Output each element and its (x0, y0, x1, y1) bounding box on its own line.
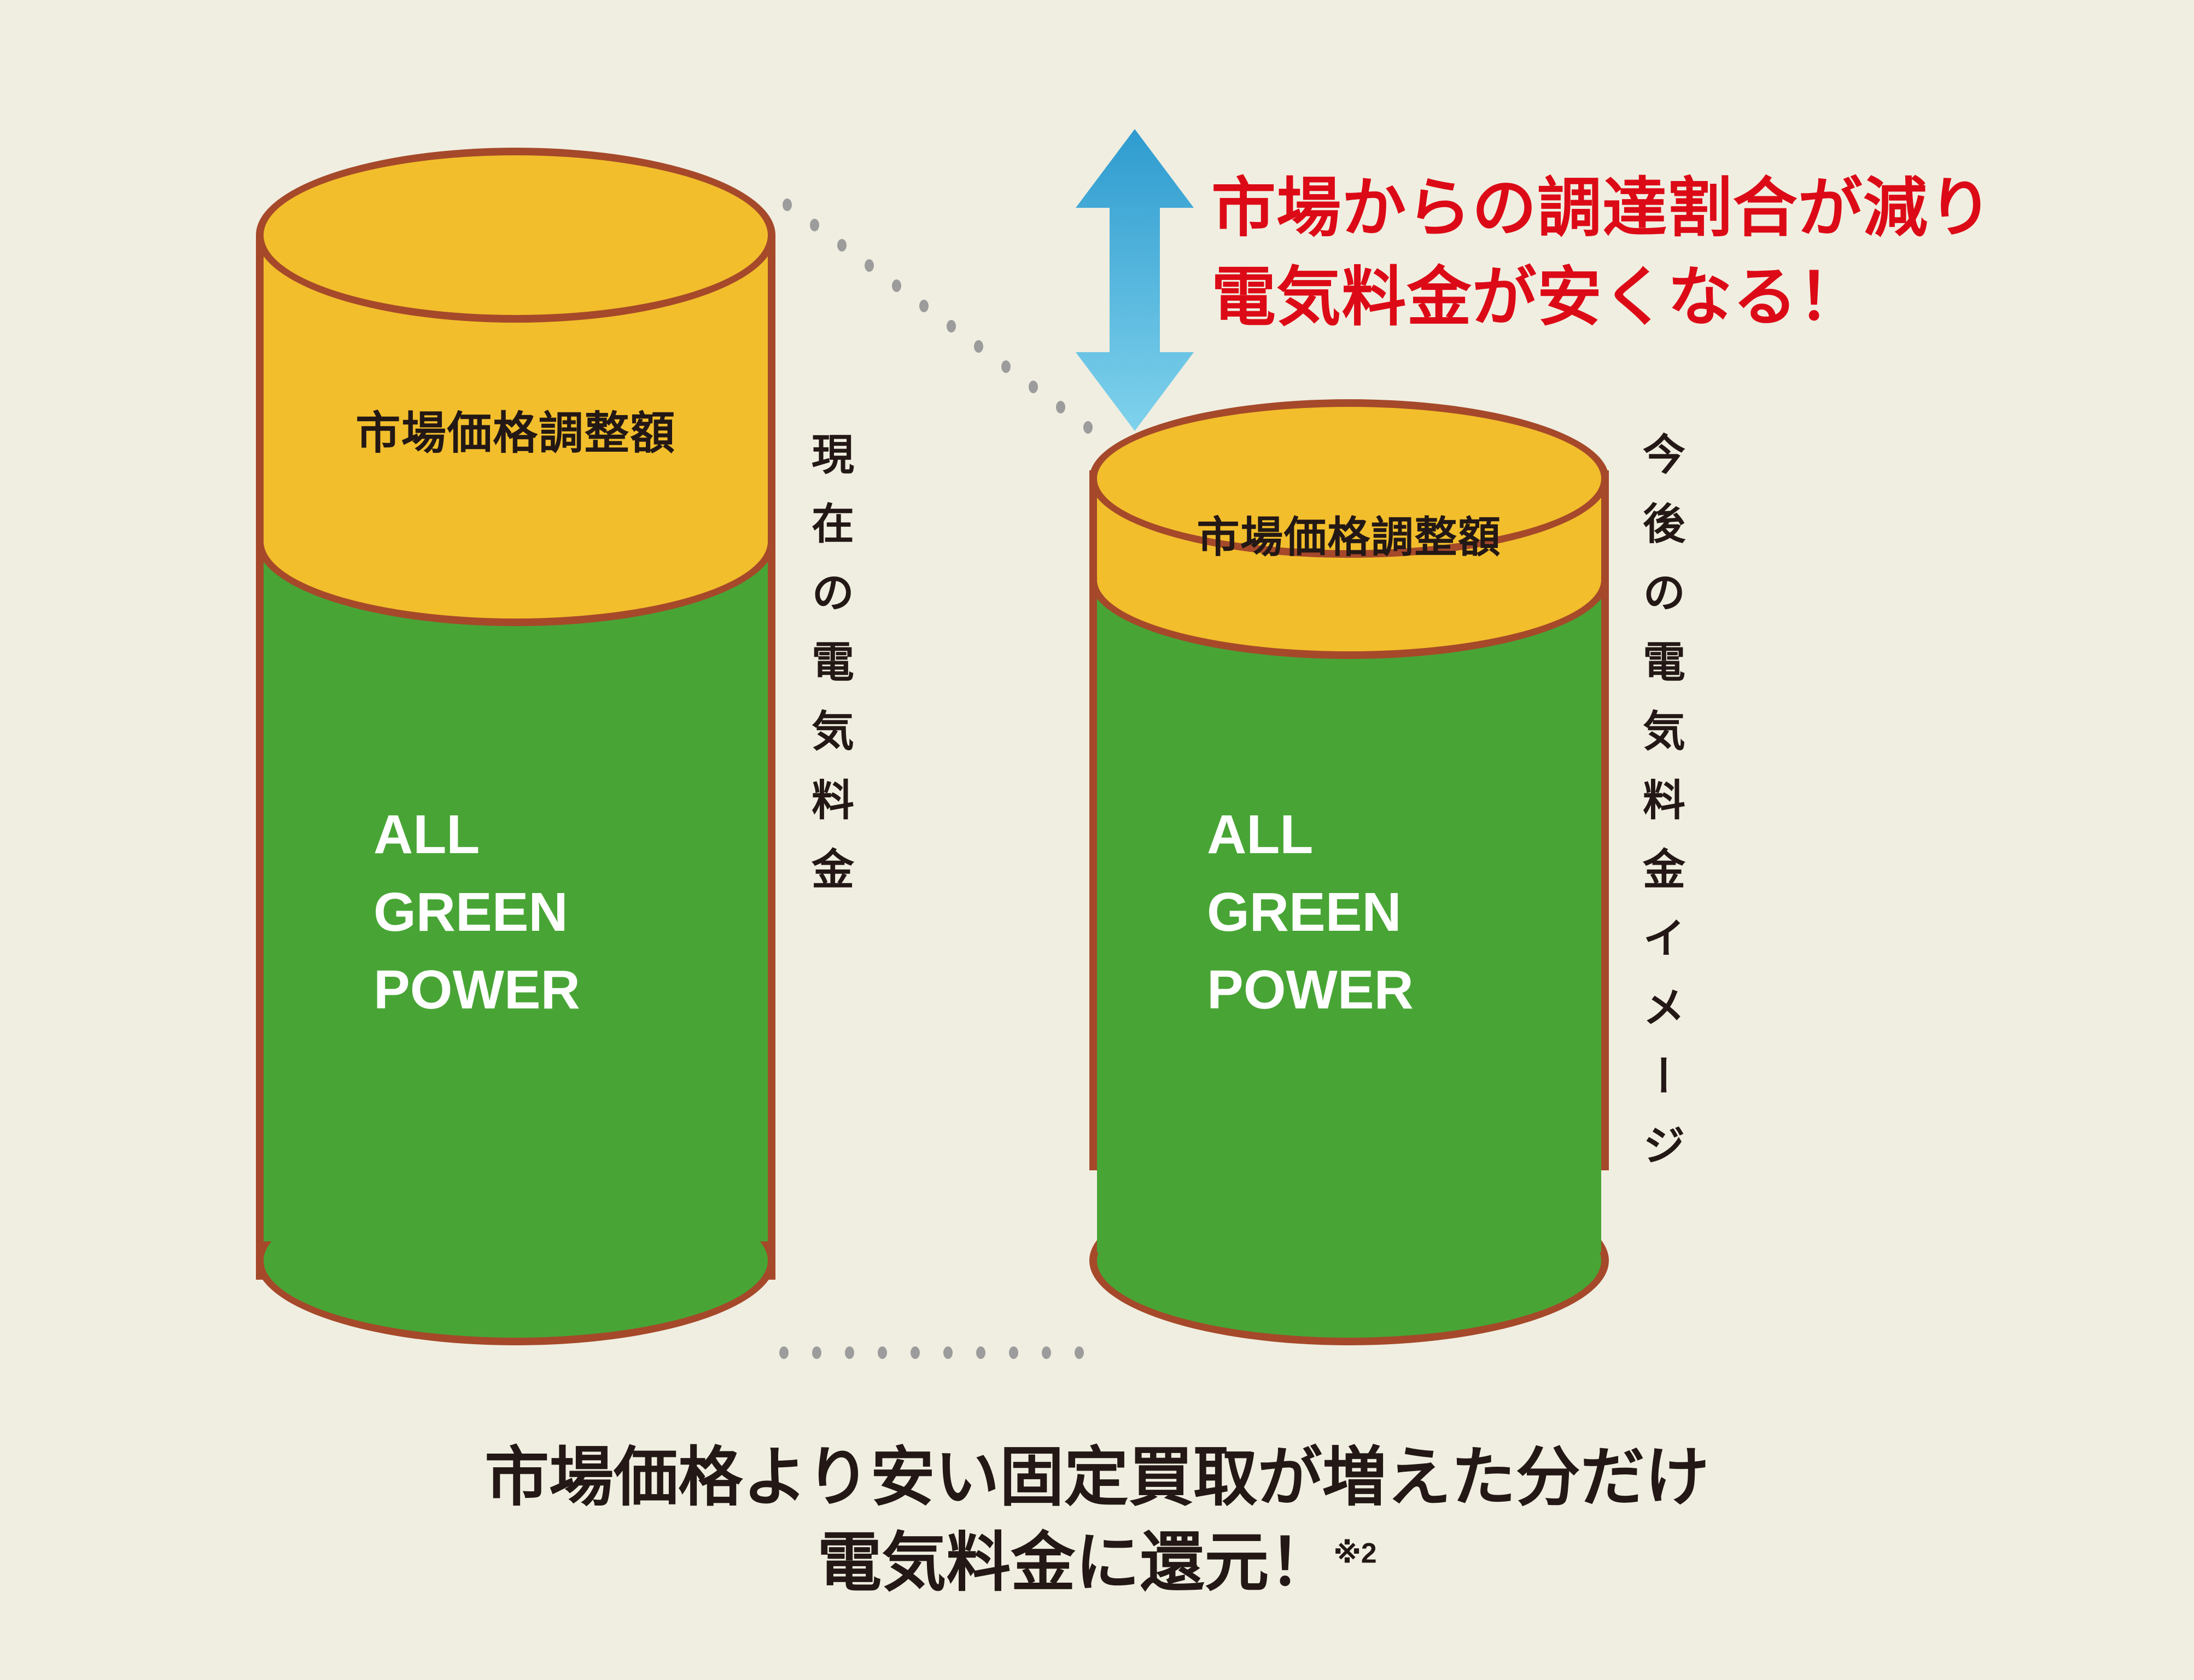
right-cylinder-caption: 今後の電気料金イメージ (1637, 432, 1685, 1192)
right-green-fill (1097, 563, 1601, 1252)
savings-callout-text: 市場からの調達割合が減り 電気料金が安くなる！ (1211, 172, 1994, 334)
right-cylinder: 市場価格調整額 ALL GREEN POWER (1089, 399, 1609, 1345)
left-cylinder-top-cap (256, 148, 775, 323)
left-cylinder: 市場価格調整額 ALL GREEN POWER (256, 148, 775, 1345)
double-headed-vertical-arrow-icon (1076, 129, 1194, 431)
left-cylinder-caption: 現在の電気料金 (806, 432, 854, 916)
left-all-green-power-label: ALL GREEN POWER (374, 804, 580, 1020)
bottom-caption-line-1: 市場価格より安い固定買取が増えた分だけ (485, 1442, 1709, 1514)
left-green-fill (264, 520, 768, 1241)
right-all-green-power-label: ALL GREEN POWER (1207, 804, 1414, 1020)
bottom-caption: 市場価格より安い固定買取が増えた分だけ 電気料金に還元！※2 (0, 1436, 2194, 1606)
left-market-price-label: 市場価格調整額 (355, 409, 676, 458)
right-market-price-label: 市場価格調整額 (1197, 513, 1502, 561)
footnote-marker: ※2 (1333, 1537, 1377, 1570)
bottom-caption-line-2-wrap: 電気料金に還元！※2 (0, 1521, 2194, 1606)
bottom-caption-line-2: 電気料金に還元！ (817, 1526, 1334, 1599)
